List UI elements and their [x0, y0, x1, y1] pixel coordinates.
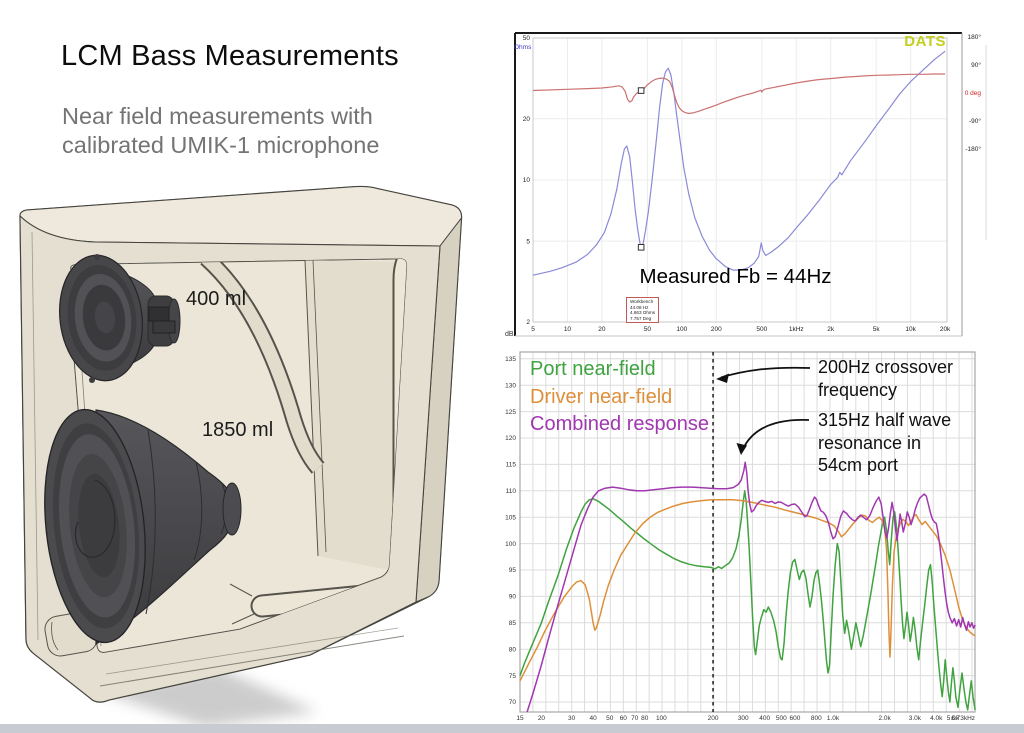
small-driver	[58, 254, 181, 383]
svg-text:90°: 90°	[971, 61, 981, 69]
svg-text:0 deg: 0 deg	[965, 90, 982, 97]
response-y-unit-label: dB	[505, 331, 514, 338]
svg-text:5: 5	[526, 238, 530, 245]
svg-text:20: 20	[538, 715, 546, 722]
svg-text:115: 115	[506, 462, 517, 469]
svg-text:5k: 5k	[873, 326, 881, 333]
svg-text:50: 50	[606, 715, 614, 722]
crossover-annotation-line2: frequency	[818, 379, 898, 400]
cursor-box-frequency: 44.08 Hz	[630, 304, 649, 310]
svg-text:10k: 10k	[905, 326, 916, 333]
footer-bar	[0, 724, 1024, 733]
response-chart-svg: 135 130 125 120 115 110 105 100 95 90 85 80 75 70 15 20…	[505, 351, 976, 722]
svg-text:2k: 2k	[827, 326, 835, 333]
svg-text:40: 40	[589, 715, 597, 722]
woofer-driver	[44, 408, 242, 646]
svg-text:400: 400	[759, 715, 770, 722]
enclosure-top-face	[19, 186, 463, 247]
driver-terminal-block	[148, 306, 170, 322]
svg-text:130: 130	[505, 382, 516, 389]
svg-text:95: 95	[509, 567, 517, 574]
svg-text:Ohms: Ohms	[514, 44, 532, 51]
enclosure-right-face	[415, 216, 463, 603]
svg-text:1kHz: 1kHz	[789, 326, 804, 333]
port-resonance-annotation: 315Hz half wave resonance in 54cm port	[818, 409, 970, 477]
svg-text:3.0k: 3.0k	[909, 715, 922, 722]
svg-text:15: 15	[516, 715, 524, 722]
svg-text:20k: 20k	[940, 326, 951, 333]
svg-text:125: 125	[505, 409, 516, 416]
svg-text:100: 100	[505, 541, 516, 548]
legend-item-combined: Combined response	[530, 413, 709, 435]
svg-text:800: 800	[811, 715, 822, 722]
page-subtitle-line2: calibrated UMIK-1 microphone	[62, 132, 380, 158]
svg-text:80: 80	[641, 715, 649, 722]
speaker-cutaway-render	[19, 185, 463, 727]
enclosure-interior	[74, 258, 407, 647]
svg-text:70: 70	[631, 715, 639, 722]
interior-right-wall	[305, 260, 406, 570]
cursor-box-impedance: 4.663 Ohms	[630, 310, 656, 316]
svg-text:50: 50	[644, 326, 652, 333]
page-subtitle-line1: Near field measurements with	[62, 103, 373, 129]
port-resonance-line1: 315Hz half wave	[818, 410, 952, 430]
small-chamber-volume-label: 400 ml	[186, 288, 247, 310]
fb-annotation: Measured Fb = 44Hz	[639, 265, 832, 288]
svg-text:50: 50	[523, 35, 531, 42]
svg-text:105: 105	[505, 514, 516, 521]
svg-text:110: 110	[506, 488, 517, 495]
svg-text:20: 20	[523, 116, 531, 123]
svg-text:120: 120	[505, 435, 516, 442]
svg-text:75: 75	[509, 673, 517, 680]
crossover-annotation-line1: 200Hz crossover	[818, 357, 954, 377]
svg-text:10: 10	[564, 326, 572, 333]
page-subtitle: Near field measurements with calibrated …	[62, 102, 379, 160]
svg-text:20: 20	[598, 326, 606, 333]
svg-text:10: 10	[523, 177, 531, 184]
cursor-box-phase: 7.757 Deg	[630, 315, 652, 321]
svg-text:1.0k: 1.0k	[827, 715, 840, 722]
svg-text:70: 70	[509, 699, 517, 706]
woofer-magnet-cap	[222, 482, 242, 536]
crossover-annotation: 200Hz crossover frequency	[818, 356, 970, 401]
svg-text:180°: 180°	[968, 33, 982, 41]
dats-logo: DATS	[904, 33, 946, 50]
svg-text:4.0k: 4.0k	[930, 715, 943, 722]
svg-text:90: 90	[509, 594, 517, 601]
port-resonance-line2: resonance in	[818, 432, 922, 453]
svg-text:600: 600	[789, 715, 800, 722]
impedance-cursor-info-box: Workbench 44.08 Hz 4.663 Ohms 7.757 Deg	[626, 297, 660, 324]
page-title: LCM Bass Measurements	[61, 40, 399, 72]
svg-text:-180°: -180°	[965, 145, 981, 153]
legend-item-port: Port near-field	[530, 358, 656, 380]
svg-text:6.73kHz: 6.73kHz	[951, 715, 975, 722]
svg-text:80: 80	[509, 646, 517, 653]
port-resonance-line3: 54cm port	[818, 455, 899, 475]
svg-text:30: 30	[568, 715, 576, 722]
svg-text:500: 500	[776, 715, 787, 722]
legend-item-driver: Driver near-field	[530, 385, 673, 408]
svg-text:200: 200	[711, 326, 722, 333]
svg-text:135: 135	[505, 356, 516, 363]
svg-text:500: 500	[756, 326, 767, 333]
svg-text:85: 85	[509, 620, 517, 627]
svg-text:100: 100	[656, 715, 667, 722]
svg-text:2.0k: 2.0k	[878, 715, 891, 722]
svg-text:5: 5	[531, 326, 535, 333]
svg-text:-90°: -90°	[969, 117, 981, 125]
svg-text:200: 200	[708, 715, 719, 722]
svg-text:2: 2	[526, 319, 530, 326]
cursor-box-source: Workbench	[630, 299, 654, 304]
svg-text:300: 300	[738, 715, 749, 722]
svg-text:5.0k: 5.0k	[947, 715, 960, 722]
response-legend: Port near-field Driver near-field Combin…	[530, 356, 709, 439]
large-chamber-volume-label: 1850 ml	[202, 419, 274, 441]
svg-text:100: 100	[676, 326, 687, 333]
svg-text:60: 60	[620, 715, 628, 722]
